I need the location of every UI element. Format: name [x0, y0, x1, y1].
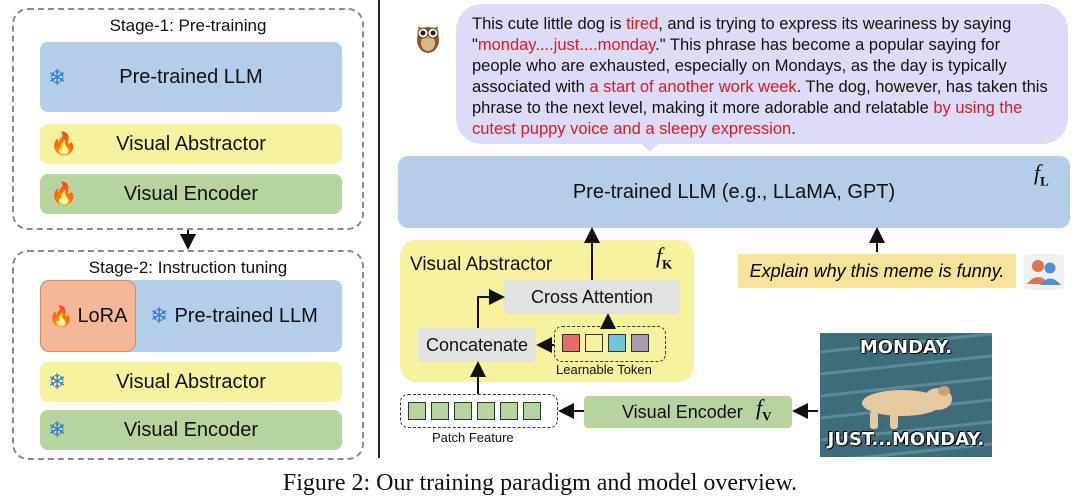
snowflake-icon: ❄	[48, 417, 67, 442]
lora-label: LoRA	[77, 304, 128, 327]
stage1-llm-label: Pre-trained LLM	[119, 65, 263, 88]
stage1-title: Stage-1: Pre-training	[109, 16, 267, 35]
concatenate-label: Concatenate	[425, 334, 529, 355]
meme-top-text: MONDAY.	[859, 337, 953, 358]
stage2-abstractor-label: Visual Abstractor	[116, 370, 266, 393]
stage2-llm-label: Pre-trained LLM	[174, 304, 318, 327]
arrow	[477, 289, 505, 328]
figure-caption: Figure 2: Our training paradigm and mode…	[282, 470, 798, 496]
stage2-panel: Stage-2: Instruction tuning ❄ Pre-traine…	[12, 250, 364, 460]
llm-block: Pre-trained LLM (e.g., LLaMA, GPT)	[398, 156, 1070, 228]
stage2-encoder-block: Visual Encoder	[40, 410, 342, 450]
stage2-abstractor-block: Visual Abstractor	[40, 362, 342, 402]
patch-feature-cell	[523, 402, 541, 420]
stage1-llm-block: Pre-trained LLM	[40, 42, 342, 112]
stage2-encoder-label: Visual Encoder	[123, 418, 259, 441]
stage1-encoder-block: Visual Encoder	[40, 174, 342, 214]
fire-icon: 🔥	[50, 131, 78, 156]
stage1-abstractor-label: Visual Abstractor	[116, 132, 266, 155]
stage1-panel: Stage-1: Pre-training Pre-trained LLM ❄ …	[12, 8, 364, 230]
learnable-token-cell	[585, 334, 603, 352]
meme-bottom-text: JUST...MONDAY.	[827, 429, 985, 450]
bubble-tail	[640, 142, 660, 152]
learnable-token-cell	[562, 334, 580, 352]
owl-icon	[414, 20, 442, 54]
patch-feature-cell	[477, 402, 495, 420]
patch-feature-group	[400, 394, 558, 428]
abstractor-label: Visual Abstractor	[410, 254, 553, 275]
snowflake-icon: ❄	[48, 369, 67, 394]
encoder-label: Visual Encoder	[622, 401, 743, 422]
learnable-token-cell	[631, 334, 649, 352]
cross-attention-block: Cross Attention	[504, 280, 680, 314]
encoder-block: Visual Encoder	[584, 396, 792, 428]
abstractor-symbol: fK	[656, 243, 673, 272]
stage1-encoder-label: Visual Encoder	[123, 182, 259, 205]
fire-icon: 🔥	[50, 181, 78, 206]
snowflake-icon: ❄	[150, 303, 169, 328]
meme-image: MONDAY. JUST...MONDAY.	[820, 333, 992, 457]
instruction-text: Explain why this meme is funny.	[749, 260, 1005, 281]
fire-icon: 🔥	[48, 305, 74, 328]
patch-feature-cell	[500, 402, 518, 420]
encoder-symbol: fV	[756, 395, 772, 424]
learnable-token-cell	[608, 334, 626, 352]
snowflake-icon: ❄	[48, 65, 67, 90]
lora-block: 🔥 LoRA	[40, 280, 136, 352]
concatenate-block: Concatenate	[418, 328, 536, 362]
patch-feature-cell	[431, 402, 449, 420]
stage1-abstractor-block: Visual Abstractor	[40, 124, 342, 164]
response-bubble: This cute little dog is tired, and is tr…	[456, 4, 1068, 144]
stage2-title: Stage-2: Instruction tuning	[88, 258, 288, 277]
llm-symbol: fL	[1034, 160, 1049, 189]
patch-feature-label: Patch Feature	[432, 430, 514, 445]
learnable-token-label: Learnable Token	[556, 362, 652, 377]
patch-feature-cell	[454, 402, 472, 420]
patch-feature-cell	[408, 402, 426, 420]
panel-divider	[378, 0, 380, 458]
users-icon	[1024, 254, 1064, 290]
instruction-box: Explain why this meme is funny.	[738, 254, 1016, 288]
llm-label: Pre-trained LLM (e.g., LLaMA, GPT)	[572, 180, 896, 203]
cross-attention-label: Cross Attention	[530, 286, 654, 307]
